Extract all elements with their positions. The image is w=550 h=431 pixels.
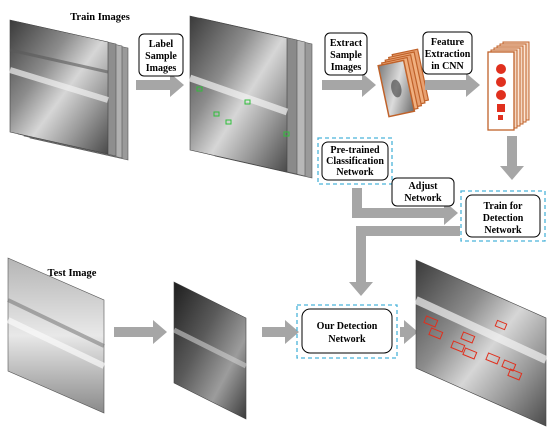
pretrained-line2: Classification <box>326 156 384 167</box>
arrow-detection-to-result <box>400 320 418 344</box>
arrow-train-to-detection <box>349 226 460 296</box>
detection-box <box>460 331 476 344</box>
detection-box <box>485 352 501 365</box>
cnn-feature-dot <box>496 90 506 100</box>
arrow-preprocessed-to-detection <box>262 320 299 344</box>
pretrained-box <box>321 141 389 181</box>
arrow-patches-to-cnn <box>425 73 480 97</box>
arrow-test-to-preprocessed <box>114 320 167 344</box>
cnn-feature-stack <box>487 41 530 131</box>
train-images-heading: Train Images <box>70 12 130 23</box>
pretrained-line3: Network <box>336 167 374 178</box>
sample-patch-stack <box>377 48 430 118</box>
sample-marker <box>196 86 203 92</box>
detection-box <box>423 315 439 328</box>
train-detection-step: Train for Detection Network <box>460 190 546 242</box>
pretrained-step: Pre-trained Classification Network <box>317 137 393 185</box>
detection-box <box>507 368 523 381</box>
feature-extraction-line3: in CNN <box>431 61 464 72</box>
pretrained-line1: Pre-trained <box>330 145 380 156</box>
arrow-pretrained-to-train <box>352 188 458 225</box>
extract-sample-step: Extract Sample Images <box>322 32 376 97</box>
detection-box <box>450 340 466 353</box>
sample-marker <box>213 111 220 117</box>
cnn-feature-dot <box>498 115 503 120</box>
detection-box <box>494 319 508 331</box>
label-sample-line3: Images <box>146 63 177 74</box>
preprocessed-test-image <box>172 281 248 420</box>
our-detection-box <box>301 308 393 354</box>
our-detection-line1: Our Detection <box>317 321 378 332</box>
extract-sample-line2: Sample <box>330 50 362 61</box>
pretrained-dashed-frame <box>317 137 393 185</box>
train-detection-box <box>465 194 541 238</box>
labeled-image-stack <box>188 15 313 179</box>
sample-marker <box>244 99 251 105</box>
label-sample-line1: Label <box>149 39 174 50</box>
extract-sample-line1: Extract <box>330 38 363 49</box>
adjust-line2: Network <box>404 193 442 204</box>
arrow-label-to-labeled <box>136 73 184 97</box>
sample-marker <box>283 131 290 137</box>
arrow-labeled-to-extract <box>322 73 376 97</box>
detection-result-image <box>414 259 548 427</box>
test-image-heading: Test Image <box>48 268 97 279</box>
label-sample-step: Label Sample Images <box>136 33 184 97</box>
adjust-line1: Adjust <box>409 181 439 192</box>
adjust-box <box>391 177 455 207</box>
our-detection-dashed-frame <box>296 304 398 359</box>
train-image-stack <box>9 19 129 161</box>
feature-extraction-step: Feature Extraction in CNN <box>422 31 480 97</box>
label-sample-line2: Sample <box>145 51 177 62</box>
cnn-feature-dot <box>496 77 506 87</box>
our-detection-line2: Network <box>328 334 366 345</box>
adjust-step: Adjust Network <box>391 177 455 207</box>
cnn-feature-dot <box>497 104 505 112</box>
feature-extraction-line2: Extraction <box>425 49 471 60</box>
label-sample-box <box>138 33 184 77</box>
arrow-cnn-to-train <box>500 136 524 180</box>
train-detection-dashed-frame <box>460 190 546 242</box>
train-detection-line2: Detection <box>483 213 524 224</box>
detection-box <box>428 327 444 340</box>
extract-sample-line3: Images <box>331 62 362 73</box>
extract-sample-box <box>324 32 368 76</box>
detection-box <box>462 347 478 360</box>
detection-box <box>501 359 517 372</box>
feature-extraction-box <box>422 31 473 75</box>
our-detection-step: Our Detection Network <box>296 304 398 359</box>
test-image <box>6 257 106 414</box>
train-detection-line3: Network <box>484 225 522 236</box>
sample-marker <box>225 119 232 125</box>
feature-extraction-line1: Feature <box>431 37 465 48</box>
detection-boxes <box>423 315 523 381</box>
train-detection-line1: Train for <box>484 201 524 212</box>
cnn-feature-dot <box>496 64 506 74</box>
